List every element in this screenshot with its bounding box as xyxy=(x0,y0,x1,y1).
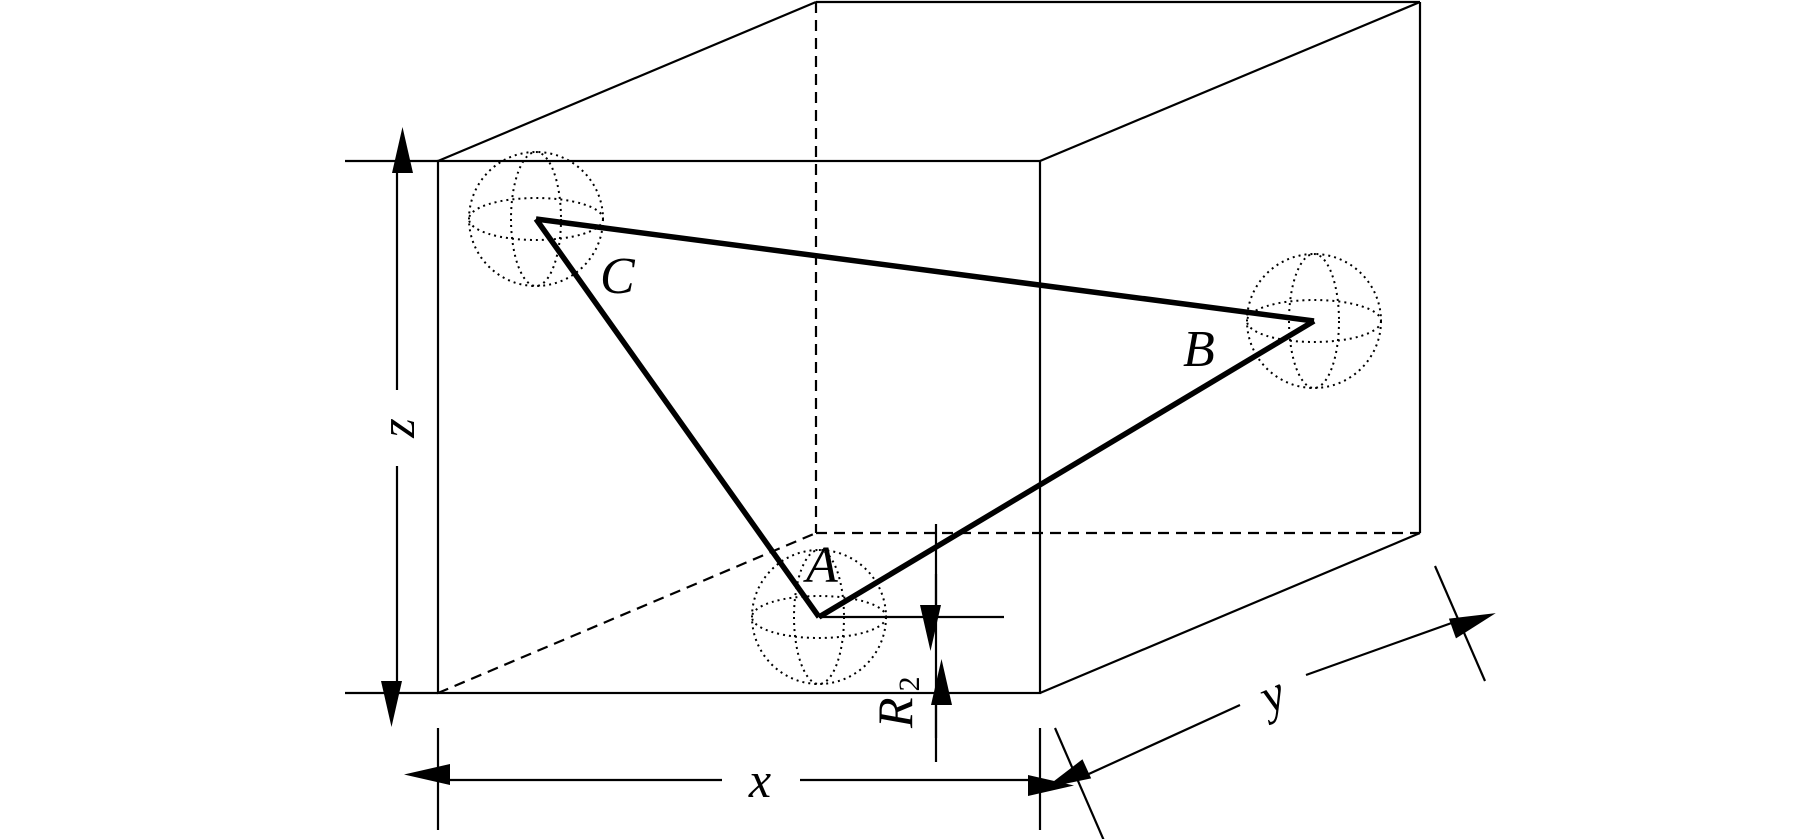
sphere-c-meridian xyxy=(510,151,562,287)
box-edge-top-left-back xyxy=(437,0,817,163)
dimension-y xyxy=(1044,565,1496,839)
label-point-b: B xyxy=(1183,321,1215,378)
hidden-edge-left-bottom xyxy=(437,531,817,695)
segment-cb xyxy=(535,216,1315,324)
box-edge-bottom-right-back xyxy=(1039,531,1421,695)
label-dimension-z: z xyxy=(369,418,425,438)
label-point-c: C xyxy=(600,248,636,305)
box-hidden-edges xyxy=(437,2,1420,695)
dimension-x xyxy=(404,728,1074,830)
sphere-b-meridian xyxy=(1288,253,1340,389)
dimension-y-extension-far xyxy=(1433,565,1487,682)
label-dimension-radius: R2 xyxy=(867,676,926,729)
label-point-a: A xyxy=(803,537,838,594)
dimension-y-extension-near xyxy=(1053,727,1105,839)
sphere-c xyxy=(468,151,604,287)
dimension-z xyxy=(345,127,438,727)
radius-symbol: R xyxy=(867,697,923,729)
dimension-radius xyxy=(819,524,1004,762)
label-dimension-x: x xyxy=(748,752,771,808)
sphere-b xyxy=(1246,253,1382,389)
segment-ca xyxy=(533,217,822,619)
triangle-abc xyxy=(533,216,1316,620)
radius-subscript: 2 xyxy=(893,676,926,691)
box-outline xyxy=(436,0,1422,695)
segment-ab xyxy=(817,318,1316,620)
label-dimension-y: y xyxy=(1246,664,1294,727)
box-front-face xyxy=(436,159,1042,695)
sphere-c-equator xyxy=(468,197,604,241)
dimension-y-arrow-far xyxy=(1305,613,1496,677)
sphere-b-equator xyxy=(1246,299,1382,343)
box-edge-top-right-back xyxy=(1039,0,1421,163)
dimension-y-arrow-near xyxy=(1044,703,1241,788)
